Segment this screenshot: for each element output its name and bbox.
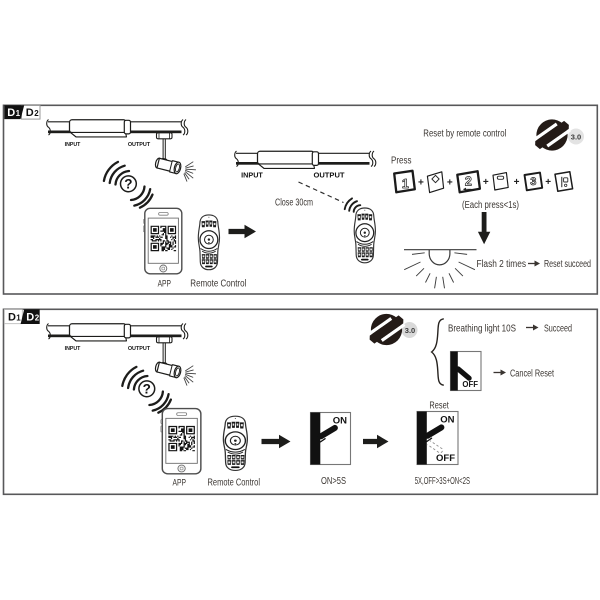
svg-text:ON: ON [440,415,454,426]
svg-text:1: 1 [16,109,21,118]
svg-text:3.0: 3.0 [571,132,581,141]
svg-text:1: 1 [402,177,409,191]
svg-text:Cancel Reset: Cancel Reset [510,369,554,380]
svg-text:APP: APP [158,278,171,289]
svg-text:2: 2 [34,109,39,118]
svg-text:5X,OFF>3S+ON<2S: 5X,OFF>3S+ON<2S [415,476,470,487]
svg-text:OUTPUT: OUTPUT [128,346,151,352]
svg-text:D: D [26,107,34,119]
svg-text:OFF: OFF [436,453,455,464]
svg-text:Reset by remote control: Reset by remote control [423,129,506,140]
svg-text:+: + [545,177,551,188]
svg-text:APP: APP [173,478,187,489]
svg-text:Close 30cm: Close 30cm [275,198,313,209]
svg-text:OUTPUT: OUTPUT [314,173,346,180]
svg-text:Breathing light 10S: Breathing light 10S [448,324,516,335]
svg-text:Press: Press [391,156,412,167]
svg-text:INPUT: INPUT [65,346,81,352]
svg-text:3.0: 3.0 [405,326,415,335]
svg-text:INPUT: INPUT [65,142,81,148]
svg-text:INPUT: INPUT [241,173,263,180]
svg-text:Flash 2 times: Flash 2 times [477,259,527,270]
svg-text:Remote Control: Remote Control [190,278,246,289]
svg-text:?: ? [143,382,151,397]
svg-text:ON: ON [333,416,347,427]
svg-text:OFF: OFF [462,380,478,389]
svg-text:Remote Control: Remote Control [208,478,261,489]
svg-text:Reset succeed: Reset succeed [544,259,591,270]
svg-text:3: 3 [530,176,536,188]
svg-text:D: D [7,107,15,119]
svg-text:1: 1 [16,314,21,323]
svg-text:OUTPUT: OUTPUT [128,142,151,148]
svg-text:+: + [447,177,453,188]
svg-text:+: + [418,177,424,188]
svg-text:2: 2 [35,314,40,323]
svg-text:D: D [26,312,34,324]
svg-text:D: D [8,312,16,324]
svg-text:+: + [483,177,489,188]
svg-text:Succeed: Succeed [544,324,572,335]
svg-text:ON>5S: ON>5S [321,476,346,487]
svg-text:+: + [514,177,520,188]
svg-text:?: ? [124,177,132,192]
svg-text:Reset: Reset [429,400,449,411]
svg-text:(Each press<1s): (Each press<1s) [462,200,519,211]
svg-text:2: 2 [465,174,472,188]
